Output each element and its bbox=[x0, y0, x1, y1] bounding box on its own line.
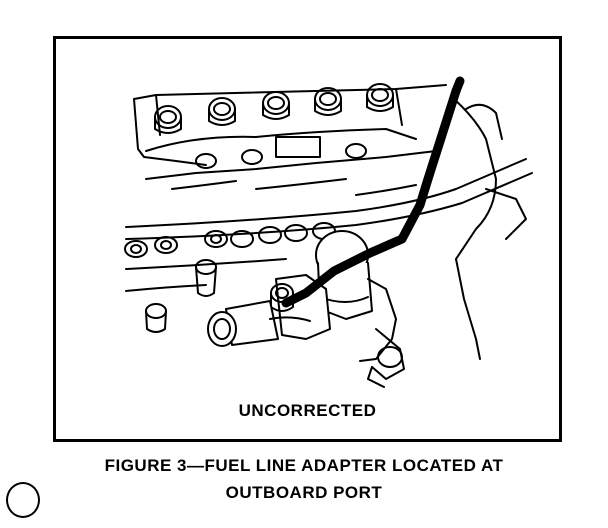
figure-frame: UNCORRECTED bbox=[53, 36, 562, 442]
inset-label: UNCORRECTED bbox=[238, 401, 377, 420]
fuel-line bbox=[281, 86, 461, 308]
figure-caption: FIGURE 3—FUEL LINE ADAPTER LOCATED AT OU… bbox=[30, 452, 578, 506]
fuel-pump-body bbox=[359, 278, 397, 362]
hose-upper bbox=[125, 158, 527, 228]
binder-hole bbox=[6, 482, 40, 518]
fuel-line-adapter bbox=[207, 274, 331, 347]
caption-line-2: OUTBOARD PORT bbox=[225, 483, 383, 502]
manifold-ports bbox=[124, 222, 336, 258]
valve-cover-bolts bbox=[154, 83, 394, 134]
caption-line-1: FIGURE 3—FUEL LINE ADAPTER LOCATED AT bbox=[104, 456, 504, 475]
engine-fuel-line-illustration bbox=[124, 76, 533, 388]
